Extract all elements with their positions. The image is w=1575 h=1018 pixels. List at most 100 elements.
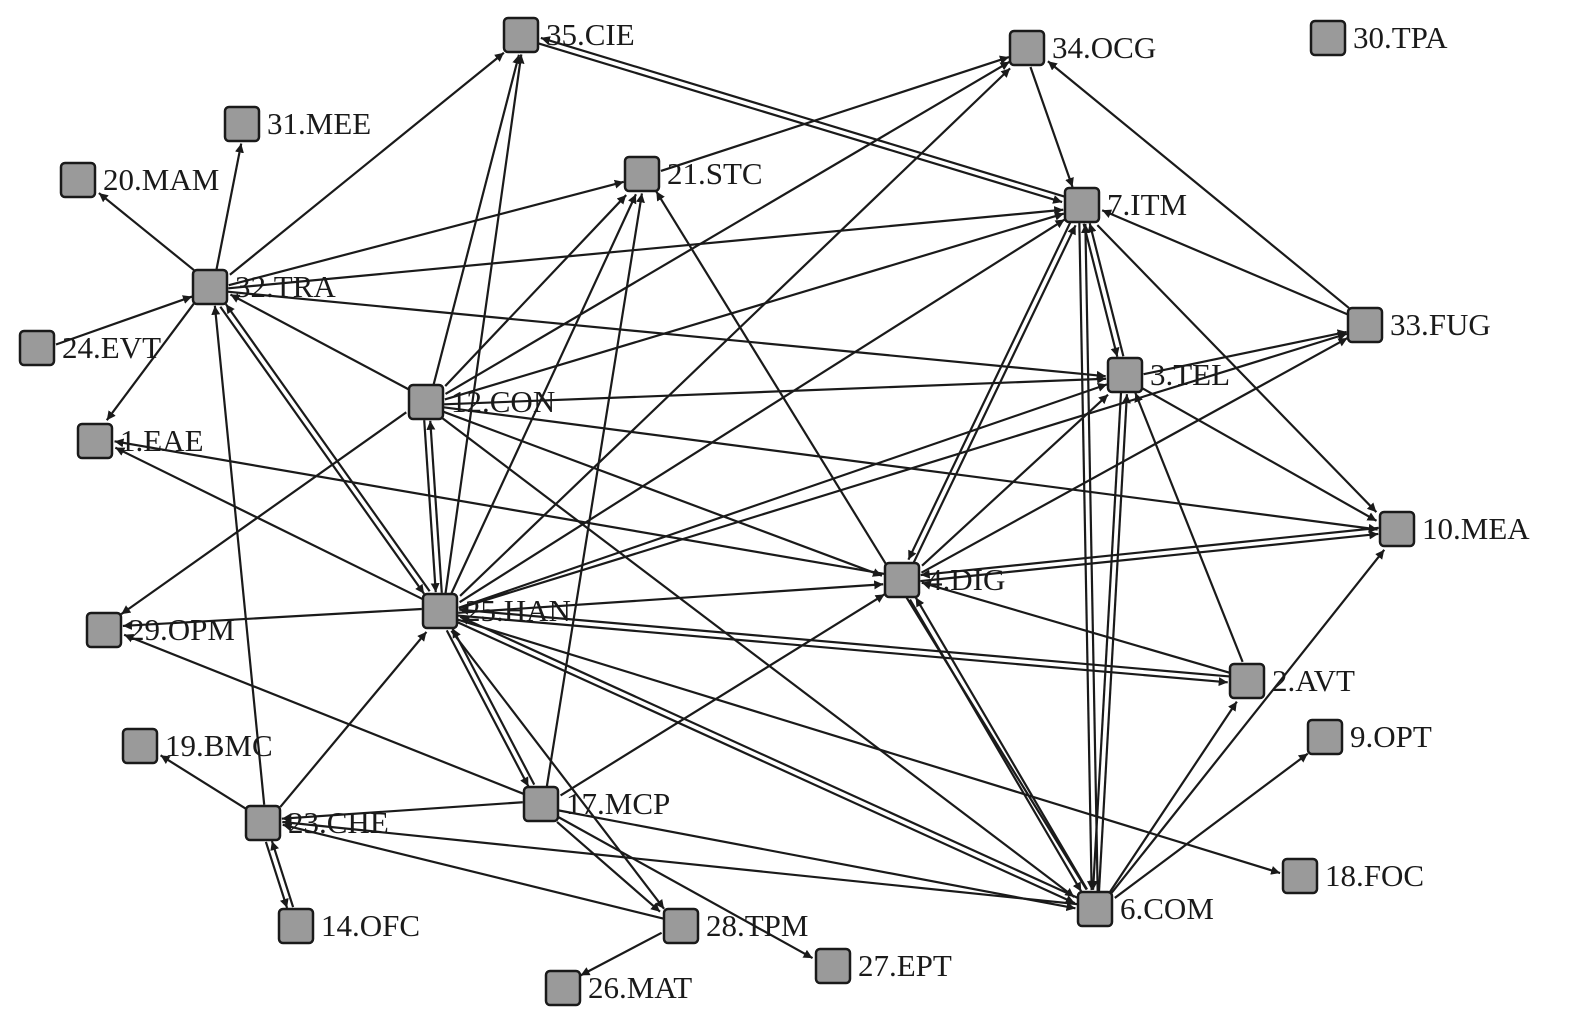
- node-label: 34.OCG: [1052, 30, 1156, 65]
- node-box: [18, 329, 56, 367]
- node-23: 23.CHE: [244, 804, 389, 842]
- node-label: 10.MEA: [1422, 511, 1530, 546]
- node-box: [662, 907, 700, 945]
- edge-3-to-33: [1143, 329, 1347, 376]
- node-1: 1.EAE: [76, 422, 204, 460]
- edge-32-to-20: [98, 192, 195, 271]
- edge-25-to-3: [458, 383, 1108, 609]
- node-box: [121, 727, 159, 765]
- edge-33-to-7: [1101, 209, 1349, 316]
- edge-17-to-23: [281, 801, 523, 823]
- node-21: 21.STC: [623, 155, 763, 193]
- edge-25-to-28: [450, 630, 665, 910]
- edge-23-to-19: [160, 754, 248, 811]
- edge-25-to-12: [426, 420, 443, 593]
- edge-23-to-32: [211, 305, 266, 805]
- node-label: 29.OPM: [129, 612, 235, 647]
- node-14: 14.OFC: [277, 907, 420, 945]
- node-label: 14.OFC: [321, 908, 420, 943]
- edge-17-to-25: [451, 628, 536, 786]
- edge-32-to-21: [228, 179, 625, 287]
- node-26: 26.MAT: [544, 969, 692, 1007]
- node-label: 18.FOC: [1325, 858, 1424, 893]
- node-label: 4.DIG: [927, 562, 1005, 597]
- edge-7-to-6: [1078, 223, 1096, 891]
- node-label: 33.FUG: [1390, 307, 1491, 342]
- edge-25-to-2: [457, 614, 1228, 687]
- edge-6-to-2: [1108, 701, 1238, 894]
- node-label: 24.EVT: [62, 330, 161, 365]
- edge-12-to-32: [229, 293, 410, 391]
- node-label: 28.TPM: [706, 908, 809, 943]
- node-box: [623, 155, 661, 193]
- edge-32-to-35: [229, 51, 505, 276]
- node-box: [1228, 662, 1266, 700]
- node-label: 25.HAN: [465, 593, 571, 628]
- edge-32-to-7: [228, 206, 1064, 290]
- node-label: 23.CHE: [288, 805, 389, 840]
- edge-17-to-27: [557, 815, 814, 960]
- edge-25-to-1: [114, 446, 424, 601]
- edge-35-to-7: [537, 42, 1063, 204]
- node-10: 10.MEA: [1378, 510, 1530, 548]
- edge-25-to-34: [459, 67, 1011, 597]
- edge-32-to-1: [105, 302, 196, 421]
- node-box: [1063, 186, 1101, 224]
- node-35: 35.CIE: [502, 16, 635, 54]
- node-box: [1346, 306, 1384, 344]
- edge-12-to-4: [442, 410, 883, 577]
- edge-14-to-23: [270, 840, 295, 908]
- edge-4-to-3: [921, 393, 1109, 567]
- edge-17-to-6: [558, 809, 1076, 912]
- edge-4-to-7: [912, 224, 1077, 564]
- edge-25-to-29: [122, 607, 422, 630]
- node-30: 30.TPA: [1309, 19, 1448, 57]
- edge-32-to-31: [215, 143, 244, 270]
- edge-6-to-21: [655, 190, 1088, 891]
- edge-25-to-33: [458, 332, 1348, 610]
- node-label: 2.AVT: [1272, 663, 1355, 698]
- node-12: 12.CON: [407, 383, 555, 421]
- edge-17-to-29: [123, 633, 525, 796]
- edge-3-to-6: [1089, 392, 1123, 890]
- node-box: [85, 611, 123, 649]
- edge-25-to-35: [444, 54, 525, 594]
- edge-12-to-34: [444, 60, 1011, 395]
- edge-25-to-4: [458, 580, 884, 614]
- node-31: 31.MEE: [223, 105, 371, 143]
- edge-12-to-7: [444, 211, 1065, 401]
- node-label: 20.MAM: [103, 162, 219, 197]
- edge-28-to-23: [282, 822, 664, 920]
- node-box: [59, 161, 97, 199]
- node-label: 6.COM: [1120, 891, 1214, 926]
- node-9: 9.OPT: [1306, 718, 1432, 756]
- edge-7-to-4: [907, 221, 1072, 561]
- edge-3-to-7: [1087, 222, 1125, 357]
- edge-2-to-4: [921, 580, 1231, 674]
- node-20: 20.MAM: [59, 161, 219, 199]
- node-label: 31.MEE: [267, 106, 371, 141]
- node-box: [1106, 356, 1144, 394]
- node-label: 7.ITM: [1107, 187, 1187, 222]
- edge-24-to-32: [55, 295, 193, 346]
- node-box: [814, 947, 852, 985]
- edge-4-to-1: [114, 438, 885, 576]
- node-label: 21.STC: [667, 156, 763, 191]
- edge-6-to-3: [1097, 394, 1131, 892]
- node-label: 12.CON: [451, 384, 555, 419]
- node-box: [1378, 510, 1416, 548]
- node-2: 2.AVT: [1228, 662, 1355, 700]
- node-box: [1309, 19, 1347, 57]
- edge-25-to-18: [456, 618, 1281, 875]
- node-19: 19.BMC: [121, 727, 273, 765]
- edge-4-to-33: [920, 337, 1348, 574]
- edge-6-to-23: [282, 818, 1078, 906]
- edge-21-to-34: [660, 55, 1010, 173]
- node-label: 17.MCP: [566, 786, 670, 821]
- edge-2-to-3: [1134, 392, 1244, 663]
- edge-25-to-6: [456, 620, 1076, 905]
- edge-3-to-10: [1140, 386, 1378, 522]
- edge-28-to-26: [580, 931, 663, 977]
- node-27: 27.EPT: [814, 947, 952, 985]
- node-box: [244, 804, 282, 842]
